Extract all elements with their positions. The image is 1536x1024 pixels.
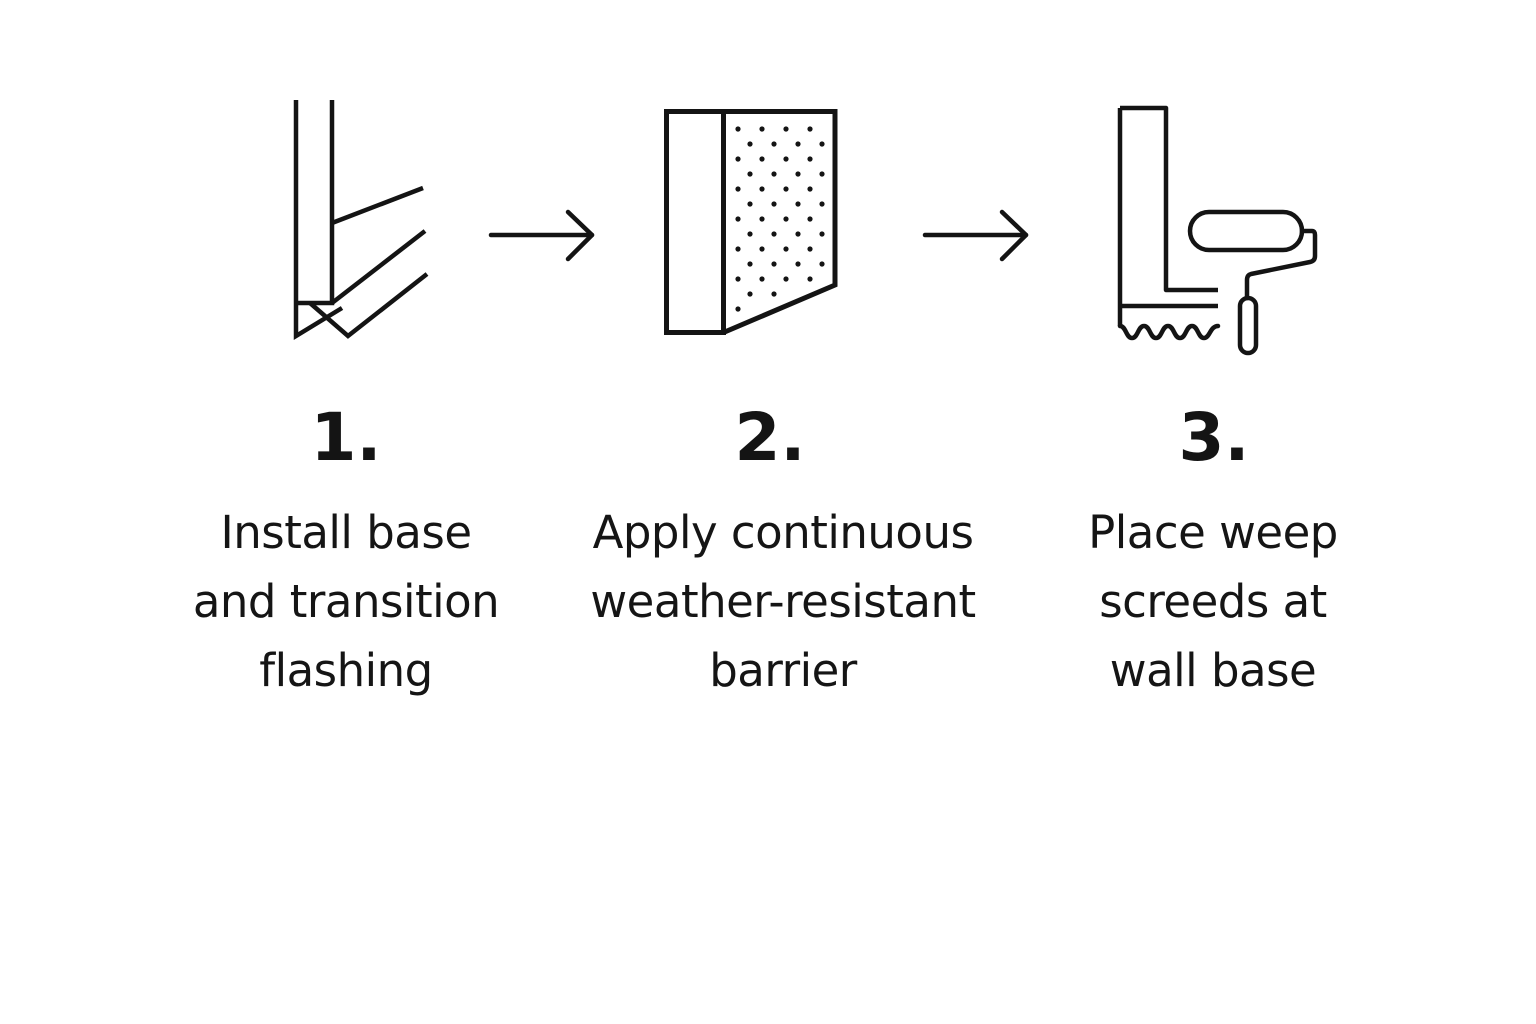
step-1-caption-line: flashing (259, 644, 433, 697)
texture-dot (771, 141, 777, 147)
texture-dot (735, 156, 741, 162)
step-3-caption-line: wall base (1109, 644, 1317, 697)
texture-dot (735, 216, 741, 222)
texture-dot (735, 126, 741, 132)
texture-dot (735, 276, 741, 282)
texture-dot (783, 216, 789, 222)
texture-dot (735, 246, 741, 252)
texture-dot (735, 306, 741, 312)
step-3-caption-line: Place weep (1088, 506, 1338, 559)
texture-dot (783, 186, 789, 192)
step-1-number: 1. (310, 399, 382, 476)
step-1-caption-line: and transition (192, 575, 500, 628)
texture-dot (807, 126, 813, 132)
texture-dot (747, 231, 753, 237)
weather-barrier-icon (664, 109, 839, 337)
texture-dot (795, 171, 801, 177)
texture-dot (747, 171, 753, 177)
texture-dot (759, 156, 765, 162)
texture-dot (747, 141, 753, 147)
step-2-caption-line: barrier (709, 644, 857, 697)
texture-dot (795, 201, 801, 207)
texture-dot (783, 156, 789, 162)
texture-dot (819, 231, 825, 237)
texture-dot (795, 261, 801, 267)
texture-dot (759, 186, 765, 192)
texture-dot (807, 216, 813, 222)
flashing-icon (290, 98, 435, 343)
texture-dot (819, 261, 825, 267)
texture-dot (771, 171, 777, 177)
step-3-caption-line: screeds at (1099, 575, 1327, 628)
texture-dot (759, 126, 765, 132)
weep-screed-paint-roller-icon (1116, 105, 1321, 358)
texture-dot (759, 216, 765, 222)
texture-dot (747, 291, 753, 297)
step-1-caption-line: Install base (220, 506, 472, 559)
texture-dot (795, 231, 801, 237)
step-1-caption: Install base and transition flashing (116, 498, 576, 705)
texture-dot (771, 291, 777, 297)
texture-dot (771, 201, 777, 207)
texture-dot (807, 276, 813, 282)
texture-dot (783, 126, 789, 132)
arrow-right-icon (922, 208, 1034, 264)
texture-dot (783, 246, 789, 252)
texture-dot (759, 246, 765, 252)
texture-dot (771, 231, 777, 237)
texture-dot (771, 261, 777, 267)
texture-dot (759, 276, 765, 282)
texture-dot (819, 171, 825, 177)
texture-dot (807, 156, 813, 162)
step-2-caption-line: Apply continuous (592, 506, 974, 559)
texture-dot (807, 246, 813, 252)
texture-dot (819, 201, 825, 207)
texture-dot (795, 141, 801, 147)
texture-dot (819, 141, 825, 147)
step-2-caption-line: weather-resistant (590, 575, 976, 628)
step-2-number: 2. (734, 399, 806, 476)
texture-dot (735, 186, 741, 192)
texture-dot (747, 201, 753, 207)
arrow-right-icon (488, 208, 600, 264)
texture-dot (783, 276, 789, 282)
step-3-number: 3. (1178, 399, 1250, 476)
texture-dot (807, 186, 813, 192)
step-3-caption: Place weep screeds at wall base (983, 498, 1443, 705)
step-2-caption: Apply continuous weather-resistant barri… (553, 498, 1013, 705)
texture-dot (747, 261, 753, 267)
